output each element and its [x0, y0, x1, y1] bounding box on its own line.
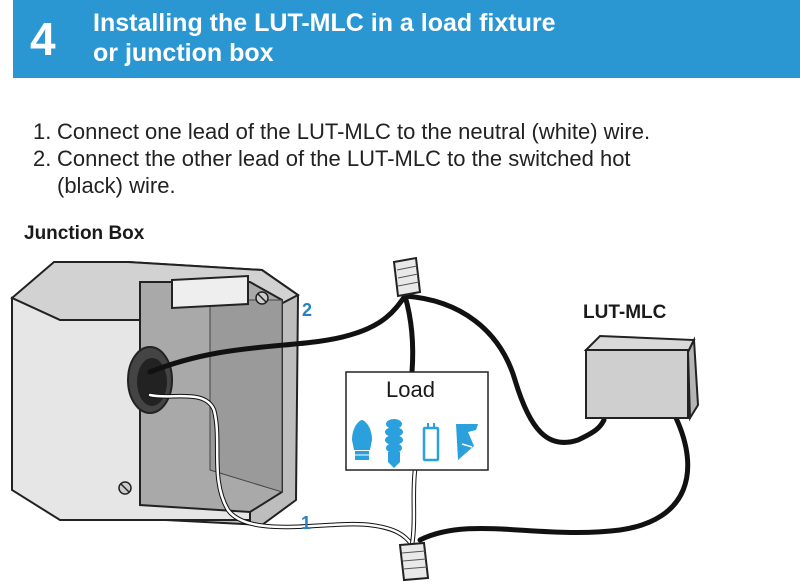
step-title-line-1: Installing the LUT-MLC in a load fixture	[93, 9, 556, 37]
white-wire-neutral	[148, 393, 414, 547]
instruction-line: Connect one lead of the LUT-MLC to the n…	[57, 119, 651, 144]
black-wire-neutral-lead	[417, 415, 691, 543]
white-wire-to-load	[410, 468, 417, 547]
lut-mlc-device-icon	[583, 334, 700, 422]
junction-box-illustration	[10, 260, 300, 527]
load-box	[345, 371, 489, 471]
instruction-item: 1. Connect one lead of the LUT-MLC to th…	[33, 118, 783, 145]
junction-box-label: Junction Box	[24, 223, 145, 244]
cfl-bulb-icon	[385, 419, 403, 468]
step-number: 4	[30, 13, 56, 65]
instruction-list: 1. Connect one lead of the LUT-MLC to th…	[33, 118, 783, 199]
junction-box-inner-wall	[209, 299, 283, 493]
step-title-line-2: or junction box	[93, 39, 274, 67]
callout-2: 2	[302, 300, 313, 320]
led-bulb-icon	[352, 420, 372, 460]
black-wire-to-device	[402, 293, 607, 445]
fluorescent-tube-icon	[422, 423, 440, 462]
junction-box-tab	[171, 274, 249, 310]
instruction-text: Connect one lead of the LUT-MLC to the n…	[57, 118, 650, 145]
instruction-item: 2. Connect the other lead of the LUT-MLC…	[33, 145, 783, 199]
instruction-number: 2.	[33, 146, 52, 171]
black-wire-to-load	[402, 293, 416, 375]
black-wire-hot	[147, 293, 408, 375]
instruction-number: 1.	[33, 119, 52, 144]
instruction-line: Connect the other lead of the LUT-MLC to…	[57, 146, 631, 171]
load-label: Load	[386, 377, 435, 402]
step-title: Installing the LUT-MLC in a load fixture…	[93, 8, 783, 68]
lut-mlc-label: LUT-MLC	[583, 302, 667, 323]
halogen-lamp-icon	[456, 424, 478, 460]
wire-nut-bottom-icon	[398, 541, 430, 582]
instruction-text: Connect the other lead of the LUT-MLC to…	[57, 145, 631, 199]
callout-1: 1	[301, 513, 312, 533]
wire-nut-top-icon	[392, 256, 422, 298]
step-banner: 4 Installing the LUT-MLC in a load fixtu…	[13, 0, 800, 78]
instruction-line: (black) wire.	[57, 173, 176, 198]
wires	[147, 293, 691, 548]
